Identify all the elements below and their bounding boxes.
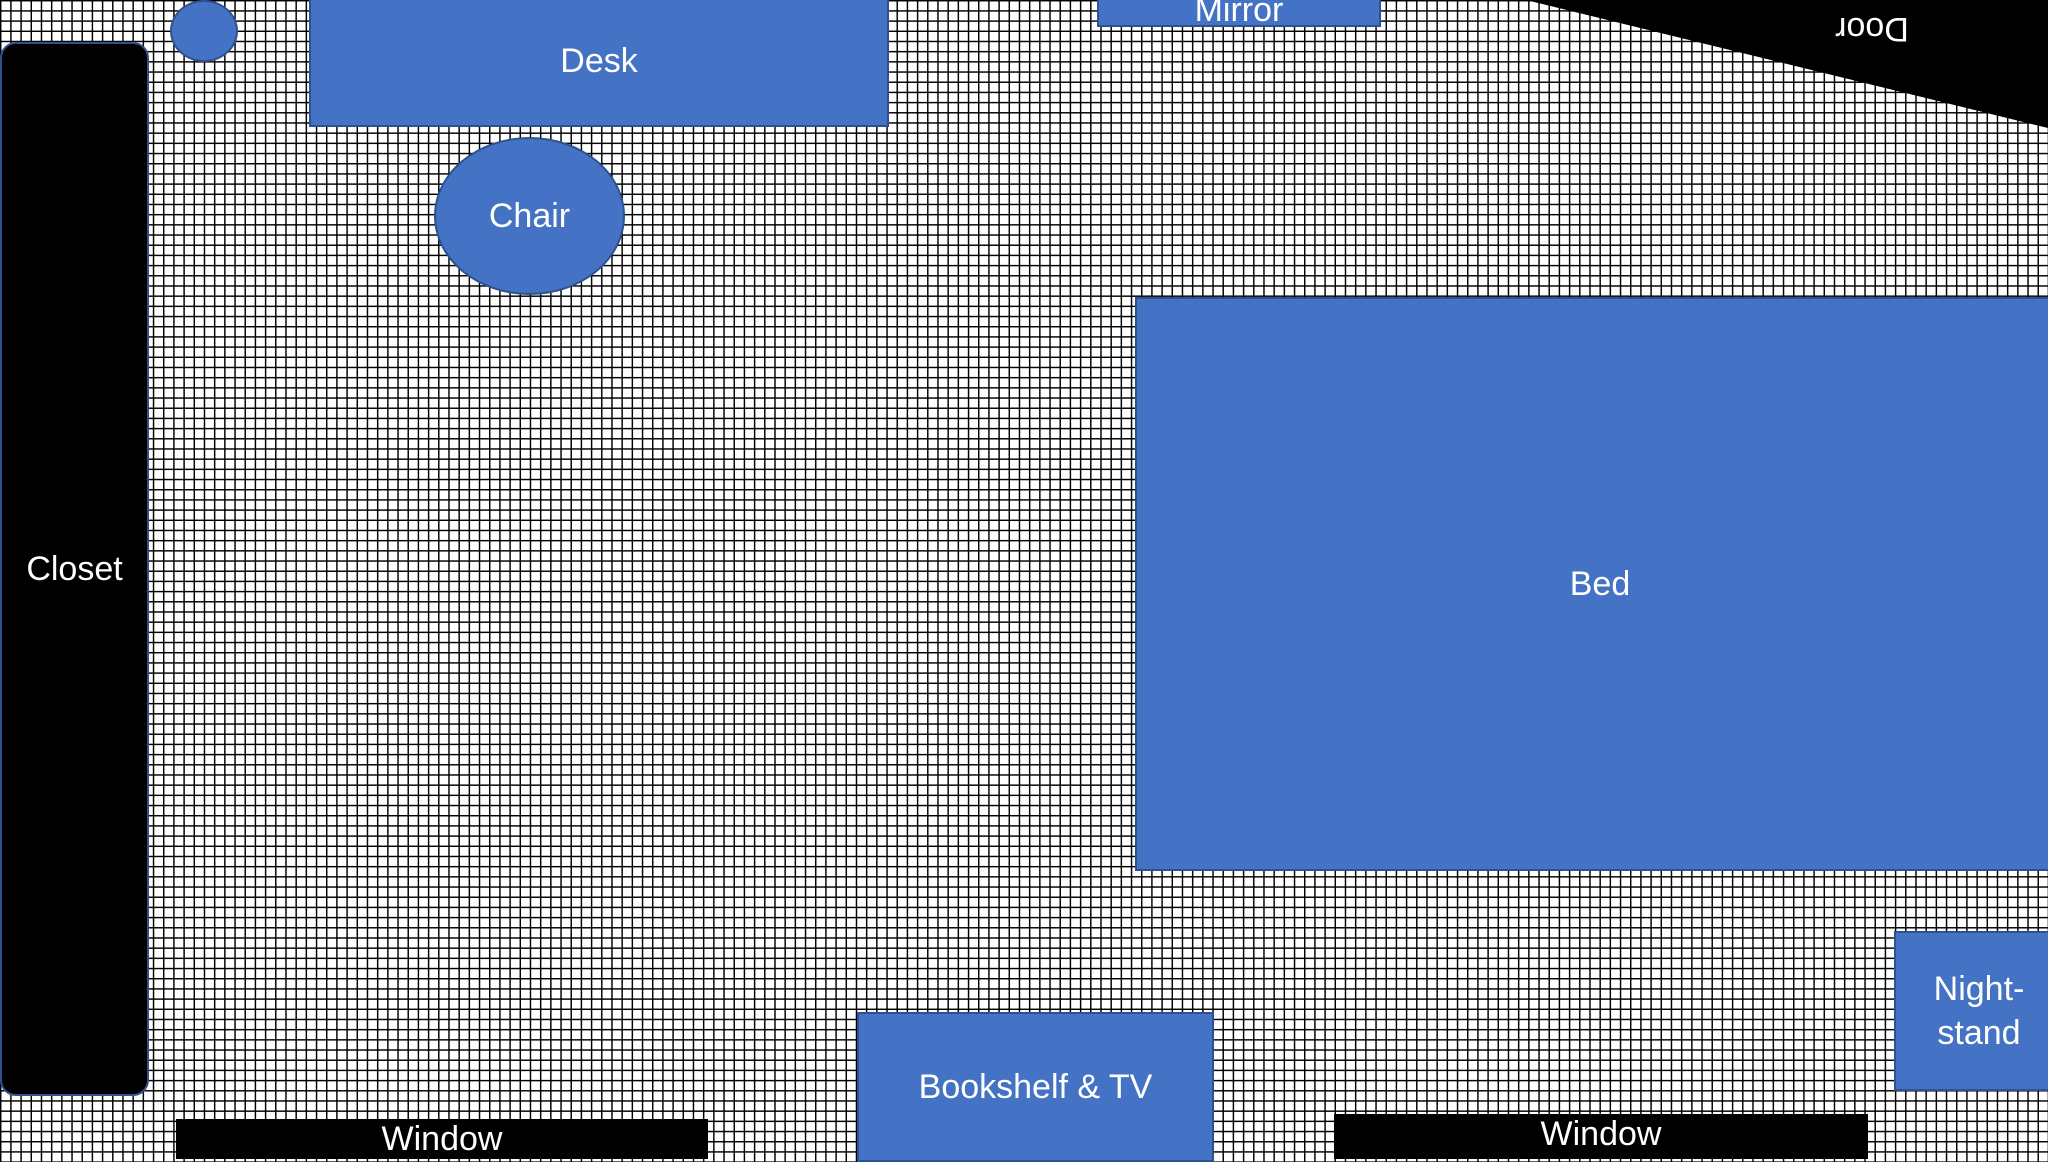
bed: Bed — [1135, 297, 2048, 871]
door-label: Door — [1822, 6, 1922, 52]
window-left-label: Window — [381, 1120, 503, 1158]
window-left: Window — [176, 1119, 708, 1159]
window-right-label: Window — [1540, 1115, 1662, 1153]
desk-label: Desk — [560, 42, 638, 81]
desk: Desk — [309, 0, 889, 127]
window-right: Window — [1334, 1114, 1868, 1159]
nightstand: Night- stand — [1894, 931, 2048, 1091]
bookshelf-tv: Bookshelf & TV — [857, 1012, 1214, 1162]
chair-label: Chair — [488, 196, 571, 235]
closet-label: Closet — [26, 549, 123, 588]
door-text: Door — [1835, 10, 1909, 49]
bookshelf-tv-label: Bookshelf & TV — [918, 1067, 1153, 1106]
bed-label: Bed — [1569, 564, 1631, 603]
door-swing-shape — [1526, 0, 2048, 128]
small-round-object — [170, 0, 238, 62]
chair: Chair — [434, 137, 625, 295]
mirror: Mirror — [1097, 0, 1381, 27]
nightstand-label: Night- stand — [1933, 969, 2025, 1052]
closet: Closet — [0, 42, 149, 1096]
mirror-label: Mirror — [1194, 0, 1284, 29]
